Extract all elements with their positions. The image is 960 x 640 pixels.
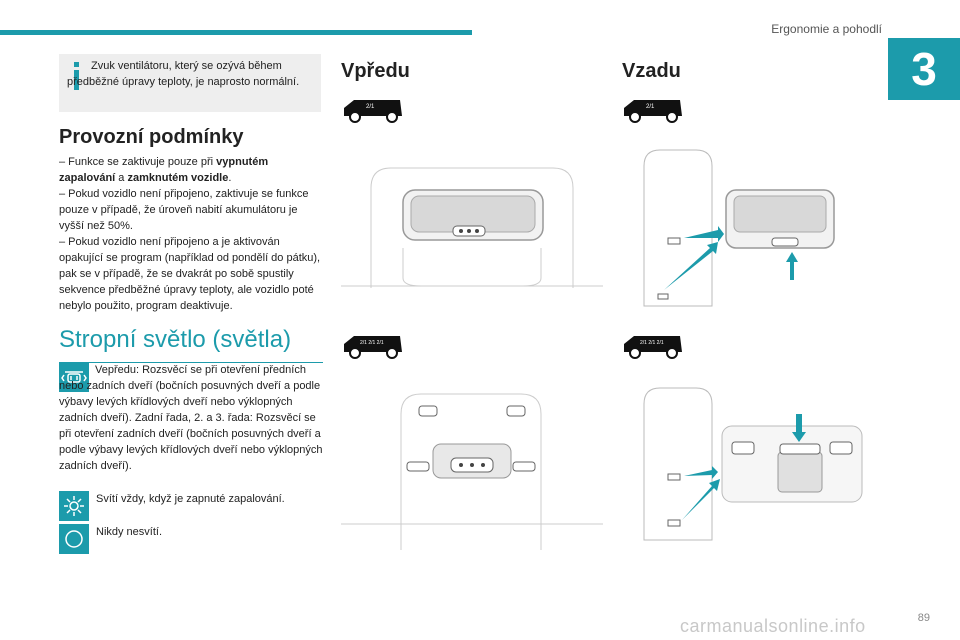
heading-rule [59, 362, 323, 363]
van-long-rear-icon: 2/1 2/1 2/1 [624, 336, 682, 359]
front-ceiling-light-illustration [341, 167, 603, 288]
svg-text:2/1: 2/1 [366, 104, 375, 110]
front-title: Vpředu [341, 60, 410, 82]
rear-title: Vzadu [622, 60, 681, 82]
chapter-badge: 3 [888, 38, 960, 100]
always-on-text: Svítí vždy, když je zapnuté zapalování. [96, 493, 285, 505]
page-number: 89 [917, 612, 930, 624]
info-icon [74, 62, 79, 90]
svg-text:2/1 2/1 2/1: 2/1 2/1 2/1 [640, 340, 664, 346]
provozni-item-1: – Funkce se zaktivuje pouze při vypnutém… [59, 156, 269, 184]
door-light-text: Vepředu: Rozsvěcí se při otevření přední… [59, 364, 323, 472]
rear-ceiling-light-illustration [643, 149, 835, 307]
svg-text:2/1 2/1 2/1: 2/1 2/1 2/1 [360, 340, 384, 346]
front-console-illustration [341, 393, 603, 550]
provozni-item-3: – Pokud vozidlo není připojeno a je akti… [59, 236, 321, 312]
never-on-text: Nikdy nesvítí. [96, 526, 163, 538]
van-short-icon: 2/1 [344, 100, 402, 123]
svg-text:2/1: 2/1 [646, 104, 655, 110]
door-light-icon [59, 362, 89, 392]
provozni-item-2: – Pokud vozidlo není připojeno, zaktivuj… [59, 188, 309, 232]
section-title: Ergonomie a pohodlí [771, 22, 882, 36]
rear-console-illustration [643, 387, 863, 541]
info-box: Zvuk ventilátoru, který se ozývá během p… [59, 54, 321, 112]
watermark: carmanualsonline.info [680, 616, 866, 636]
provozni-list: – Funkce se zaktivuje pouze při vypnutém… [59, 154, 323, 314]
van-short-rear-icon: 2/1 [624, 100, 682, 123]
info-text: Zvuk ventilátoru, který se ozývá během p… [67, 60, 300, 88]
off-circle-icon [59, 524, 89, 554]
sun-icon [59, 491, 89, 521]
heading-stropni: Stropní světlo (světla) [59, 326, 292, 353]
header-accent-bar [0, 30, 472, 35]
heading-provozni: Provozní podmínky [59, 126, 244, 148]
van-long-icon: 2/1 2/1 2/1 [344, 336, 402, 359]
